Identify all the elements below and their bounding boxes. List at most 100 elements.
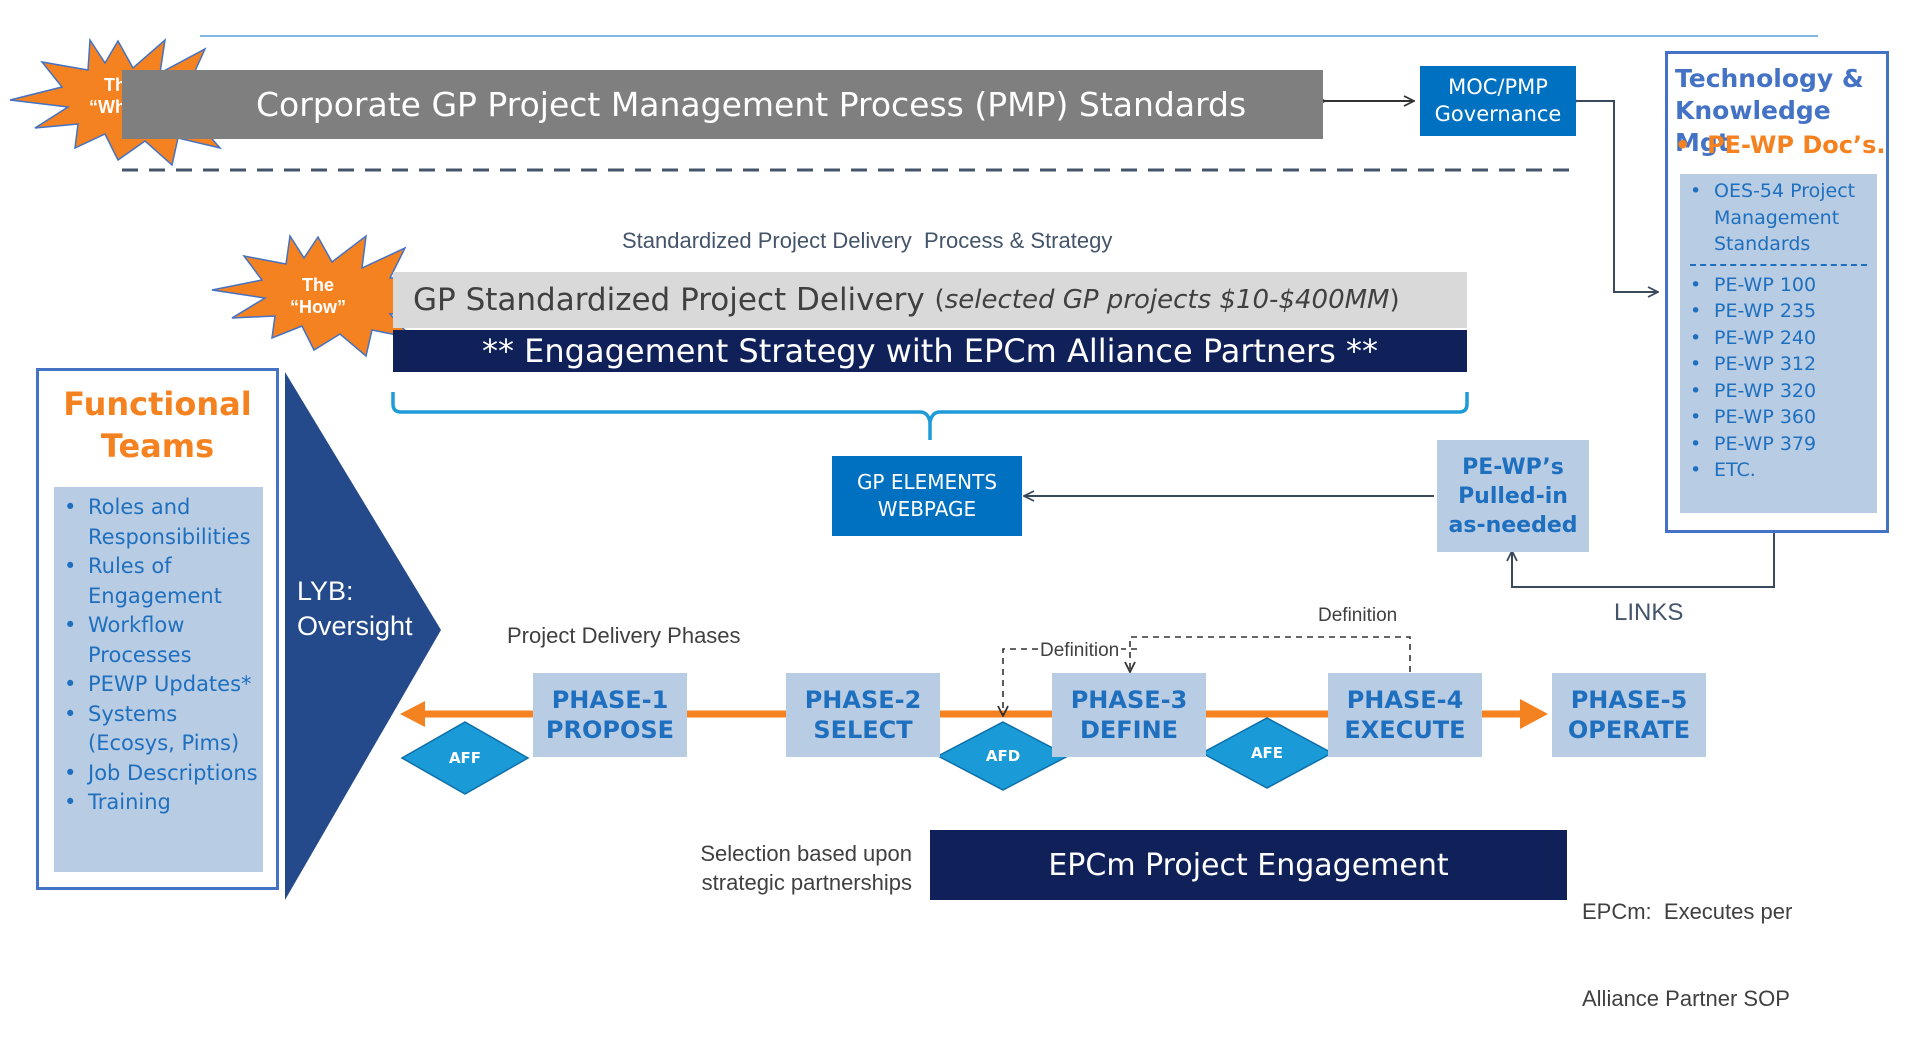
gp-elements-line2: WEBPAGE bbox=[877, 497, 977, 521]
functional-item: PEWP Updates* bbox=[64, 670, 263, 700]
functional-item: Systems (Ecosys, Pims) bbox=[64, 700, 263, 759]
functional-teams-panel: Functional Teams Roles and Responsibilit… bbox=[36, 368, 279, 890]
links-label: LINKS bbox=[1614, 599, 1684, 626]
technology-top-item: OES-54 Project Management Standards bbox=[1690, 178, 1877, 258]
phases-caption: Project Delivery Phases bbox=[507, 623, 741, 648]
timeline-arrow-right bbox=[1520, 699, 1548, 729]
functional-item: Workflow Processes bbox=[64, 611, 263, 670]
functional-title-line2: Teams bbox=[100, 427, 215, 465]
moc-line2: Governance bbox=[1434, 102, 1562, 126]
engagement-strategy-text: ** Engagement Strategy with EPCm Allianc… bbox=[481, 332, 1379, 370]
how-label: The “How” bbox=[278, 272, 358, 320]
functional-teams-list: Roles and Responsibilities Rules of Enga… bbox=[54, 487, 263, 872]
epcm-note-line2: Alliance Partner SOP bbox=[1582, 986, 1790, 1011]
technology-title-line1: Technology & bbox=[1675, 64, 1864, 93]
technology-panel-title: Technology & Knowledge Mgt bbox=[1675, 63, 1886, 159]
phase-4-line2: EXECUTE bbox=[1344, 716, 1466, 744]
moc-governance-box: MOC/PMP Governance bbox=[1420, 66, 1576, 136]
definition-label-1: Definition bbox=[1038, 639, 1122, 663]
links-connector bbox=[1512, 533, 1775, 588]
functional-title-line1: Functional bbox=[63, 385, 252, 423]
technology-item: PE-WP 100 bbox=[1690, 272, 1877, 299]
moc-tech-connector bbox=[1576, 101, 1657, 292]
delivery-banner-open: ( bbox=[934, 285, 945, 315]
gate-afd-diamond bbox=[936, 721, 1070, 791]
timeline-arrow-left bbox=[400, 701, 425, 727]
phase-5-line1: PHASE-5 bbox=[1570, 686, 1688, 714]
engagement-strategy-banner: ** Engagement Strategy with EPCm Allianc… bbox=[393, 330, 1467, 372]
lyb-oversight-label: LYB: Oversight bbox=[297, 574, 413, 644]
phase-5-line2: OPERATE bbox=[1567, 716, 1691, 744]
phase-1-box: PHASE-1 PROPOSE bbox=[533, 673, 687, 757]
technology-item: PE-WP 360 bbox=[1690, 404, 1877, 431]
definition-connector-2 bbox=[1130, 636, 1411, 672]
epcm-engagement-text: EPCm Project Engagement bbox=[1048, 847, 1449, 883]
phase-3-line2: DEFINE bbox=[1079, 716, 1179, 744]
phase-2-box: PHASE-2 SELECT bbox=[786, 673, 940, 757]
pewp-line1: PE-WP’s bbox=[1462, 454, 1564, 480]
technology-list-divider bbox=[1690, 263, 1867, 266]
phase-3-box: PHASE-3 DEFINE bbox=[1052, 673, 1206, 757]
lyb-triangle bbox=[285, 372, 441, 900]
functional-item: Roles and Responsibilities bbox=[64, 493, 263, 552]
gp-elements-box: GP ELEMENTS WEBPAGE bbox=[832, 456, 1022, 536]
delivery-banner-italic: selected GP projects $10-$400MM bbox=[944, 285, 1390, 315]
phase-1-line1: PHASE-1 bbox=[551, 686, 669, 714]
pewp-line2: Pulled-in bbox=[1458, 483, 1568, 509]
gate-afe-diamond bbox=[1200, 717, 1334, 789]
gate-afe-label: AFE bbox=[1250, 744, 1284, 762]
strategy-caption: Standardized Project Delivery Process & … bbox=[622, 228, 1113, 253]
functional-item: Training bbox=[64, 788, 263, 818]
technology-items-list: PE-WP 100 PE-WP 235 PE-WP 240 PE-WP 312 … bbox=[1680, 272, 1877, 484]
selection-line2: strategic partnerships bbox=[701, 870, 912, 895]
pewp-pulled-box: PE-WP’s Pulled-in as-needed bbox=[1437, 440, 1589, 552]
technology-item: ETC. bbox=[1690, 457, 1877, 484]
gate-afd-label: AFD bbox=[985, 747, 1021, 765]
epcm-engagement-banner: EPCm Project Engagement bbox=[930, 830, 1567, 900]
technology-knowledge-panel: Technology & Knowledge Mgt • PE-WP Doc’s… bbox=[1665, 51, 1889, 533]
how-label-line2: “How” bbox=[290, 297, 346, 317]
phase-5-box: PHASE-5 OPERATE bbox=[1552, 673, 1706, 757]
epcm-note-line1: EPCm: Executes per bbox=[1582, 899, 1793, 924]
technology-item: PE-WP 235 bbox=[1690, 298, 1877, 325]
gp-elements-line1: GP ELEMENTS bbox=[856, 470, 998, 494]
epcm-note: EPCm: Executes per Alliance Partner SOP bbox=[1582, 839, 1792, 1042]
corporate-pmp-banner: Corporate GP Project Management Process … bbox=[122, 70, 1323, 139]
engagement-brace bbox=[391, 392, 1469, 440]
phase-4-box: PHASE-4 EXECUTE bbox=[1328, 673, 1482, 757]
lyb-line2: Oversight bbox=[297, 611, 413, 641]
phase-2-line2: SELECT bbox=[813, 716, 913, 744]
gate-aff-diamond bbox=[400, 721, 530, 795]
gate-aff-label: AFF bbox=[448, 749, 482, 767]
technology-panel-subtitle: • PE-WP Doc’s. bbox=[1675, 130, 1886, 160]
selection-note: Selection based upon strategic partnersh… bbox=[676, 839, 912, 897]
pewp-line3: as-needed bbox=[1448, 512, 1578, 538]
technology-item: PE-WP 379 bbox=[1690, 431, 1877, 458]
delivery-banner-close: ) bbox=[1389, 285, 1400, 315]
how-label-line1: The bbox=[301, 275, 334, 295]
technology-doc-list: OES-54 Project Management Standards PE-W… bbox=[1680, 174, 1877, 513]
delivery-banner: GP Standardized Project Delivery ( selec… bbox=[393, 272, 1467, 328]
technology-title-line2: Knowledge Mgt bbox=[1675, 96, 1831, 157]
subtitle-bullet: • bbox=[1675, 131, 1708, 159]
functional-item: Rules of Engagement bbox=[64, 552, 263, 611]
functional-teams-title: Functional Teams bbox=[39, 383, 276, 467]
functional-items-list: Roles and Responsibilities Rules of Enga… bbox=[54, 493, 263, 818]
corporate-pmp-banner-text: Corporate GP Project Management Process … bbox=[256, 85, 1247, 124]
how-starburst bbox=[211, 233, 443, 358]
selection-line1: Selection based upon bbox=[700, 841, 912, 866]
phase-4-line1: PHASE-4 bbox=[1346, 686, 1464, 714]
functional-item: Job Descriptions bbox=[64, 759, 263, 789]
definition-label-2: Definition bbox=[1318, 605, 1398, 626]
technology-item: PE-WP 320 bbox=[1690, 378, 1877, 405]
delivery-banner-main: GP Standardized Project Delivery bbox=[413, 282, 935, 318]
technology-top-list: OES-54 Project Management Standards bbox=[1680, 178, 1877, 258]
lyb-line1: LYB: bbox=[297, 576, 354, 606]
moc-line1: MOC/PMP bbox=[1448, 75, 1548, 99]
technology-item: PE-WP 240 bbox=[1690, 325, 1877, 352]
subtitle-text: PE-WP Doc’s. bbox=[1707, 131, 1886, 159]
phase-1-line2: PROPOSE bbox=[545, 716, 675, 744]
technology-item: PE-WP 312 bbox=[1690, 351, 1877, 378]
phase-3-line1: PHASE-3 bbox=[1070, 686, 1188, 714]
phase-2-line1: PHASE-2 bbox=[804, 686, 922, 714]
